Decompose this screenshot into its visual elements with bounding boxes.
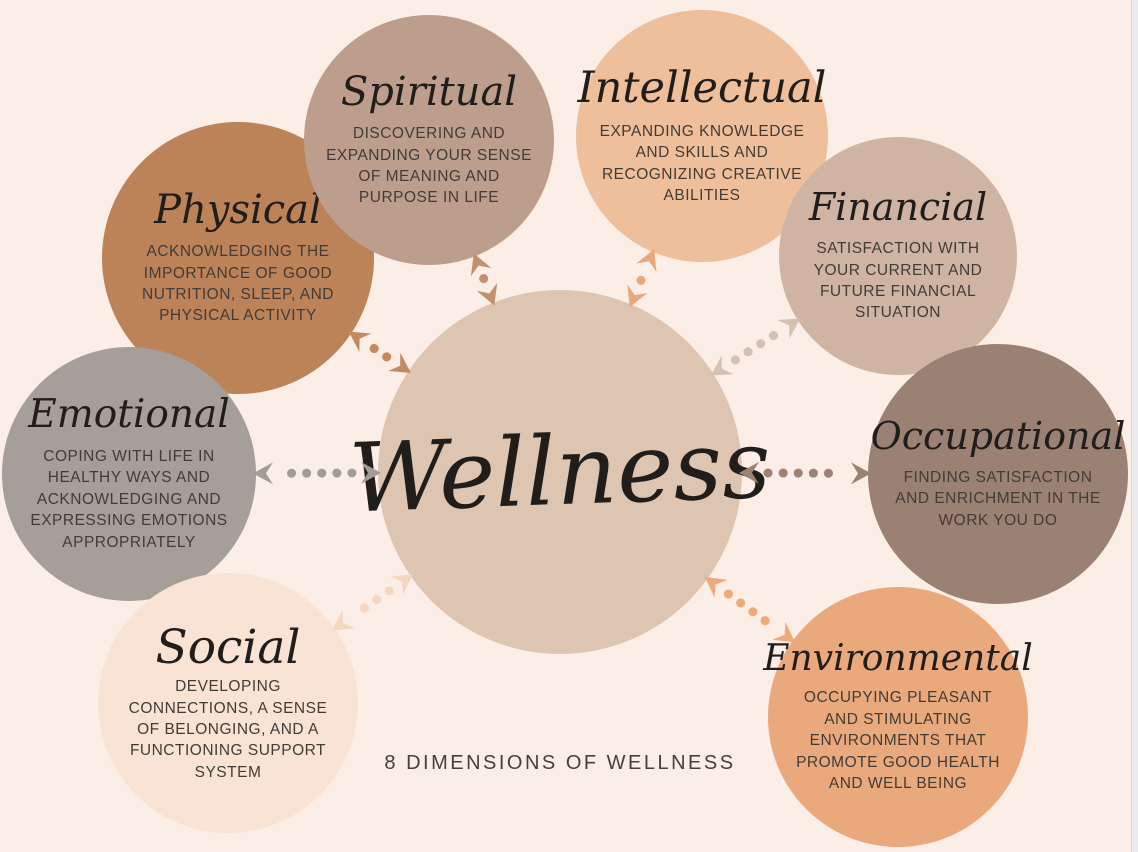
dimension-description-emotional: COPING WITH LIFE IN HEALTHY WAYS AND ACK… (30, 448, 228, 551)
dimension-title-financial: Financial (808, 185, 988, 230)
arrowhead-center-social (390, 574, 414, 595)
arrowhead-center-environmental (704, 577, 728, 598)
arrowhead-outer-financial (777, 318, 801, 339)
arrowhead-center-physical (388, 352, 411, 373)
arrow-spiritual (470, 253, 498, 306)
arrowhead-outer-emotional (252, 462, 274, 485)
arrow-social (332, 574, 414, 631)
dimension-title-social: Social (155, 619, 301, 675)
dimension-description-spiritual: DISCOVERING AND EXPANDING YOUR SENSE OF … (326, 125, 532, 207)
dimension-title-spiritual: Spiritual (340, 69, 518, 116)
dimension-description-social: DEVELOPING CONNECTIONS, A SENSE OF BELON… (128, 678, 328, 781)
arrow-financial (710, 318, 801, 376)
arrowhead-outer-intellectual (636, 249, 657, 273)
right-edge-strip (1131, 0, 1138, 852)
arrowhead-outer-physical (348, 331, 372, 352)
dimension-description-intellectual: EXPANDING KNOWLEDGE AND SKILLS AND RECOG… (599, 122, 805, 204)
arrow-dots-intellectual (636, 271, 648, 285)
dimension-description-financial: SATISFACTION WITH YOUR CURRENT AND FUTUR… (813, 240, 983, 322)
arrow-dots-environmental (723, 589, 777, 630)
dimension-title-physical: Physical (154, 187, 322, 234)
arrow-dots-financial (730, 329, 781, 365)
arrowhead-center-financial (710, 355, 734, 376)
center-circle-wellness: Wellness (347, 290, 773, 654)
dimension-title-emotional: Emotional (28, 392, 230, 438)
arrow-dots-social (351, 586, 394, 619)
dimension-title-environmental: Environmental (763, 637, 1033, 679)
arrow-physical (348, 331, 411, 373)
dimension-title-intellectual: Intellectual (577, 62, 827, 113)
arrow-environmental (704, 577, 796, 643)
arrow-dots-physical (368, 343, 392, 362)
arrow-intellectual (627, 249, 657, 308)
dimension-title-occupational: Occupational (870, 413, 1126, 458)
center-title: Wellness (347, 409, 773, 534)
dimension-description-environmental: OCCUPYING PLEASANT AND STIMULATING ENVIR… (796, 689, 1000, 792)
arrowhead-outer-spiritual (470, 253, 492, 277)
arrow-dots-spiritual (479, 274, 489, 285)
dimension-description-occupational: FINDING SATISFACTION AND ENRICHMENT IN T… (895, 468, 1101, 529)
diagram-caption: 8 DIMENSIONS OF WELLNESS (384, 752, 736, 774)
arrowhead-outer-social (332, 610, 355, 631)
dimension-description-physical: ACKNOWLEDGING THE IMPORTANCE OF GOOD NUT… (142, 243, 334, 325)
